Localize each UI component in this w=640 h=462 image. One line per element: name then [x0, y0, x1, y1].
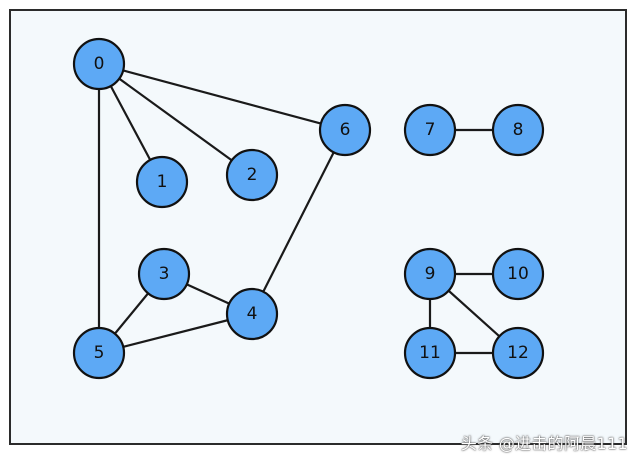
node-10: 10: [491, 247, 545, 301]
node-label-2: 2: [247, 165, 258, 185]
edge-6-4: [250, 128, 347, 316]
node-3: 3: [137, 247, 191, 301]
node-circle-7: [403, 103, 457, 157]
node-9: 9: [403, 247, 457, 301]
edge-0-6: [97, 62, 347, 132]
node-label-8: 8: [513, 120, 524, 140]
node-circle-2: [225, 148, 279, 202]
node-11: 11: [403, 326, 457, 380]
node-circle-5: [72, 326, 126, 380]
node-circle-9: [403, 247, 457, 301]
node-label-5: 5: [94, 343, 105, 363]
node-label-9: 9: [425, 264, 436, 284]
node-circle-8: [491, 103, 545, 157]
node-4: 4: [225, 287, 279, 341]
node-circle-10: [491, 247, 545, 301]
node-circle-1: [135, 155, 189, 209]
node-label-7: 7: [425, 120, 436, 140]
node-label-11: 11: [419, 343, 441, 363]
node-circle-3: [137, 247, 191, 301]
watermark-text: 头条 @进击的阿晨111: [460, 434, 628, 453]
node-circle-11: [403, 326, 457, 380]
edge-0-2: [97, 62, 254, 177]
node-label-10: 10: [507, 264, 529, 284]
node-0: 0: [72, 37, 126, 91]
node-7: 7: [403, 103, 457, 157]
node-1: 1: [135, 155, 189, 209]
node-circle-6: [318, 103, 372, 157]
node-label-12: 12: [507, 343, 529, 363]
node-circle-4: [225, 287, 279, 341]
node-2: 2: [225, 148, 279, 202]
node-label-6: 6: [340, 120, 351, 140]
edges-layer: [97, 62, 520, 355]
node-label-4: 4: [247, 304, 258, 324]
node-6: 6: [318, 103, 372, 157]
node-label-1: 1: [157, 172, 168, 192]
node-circle-12: [491, 326, 545, 380]
node-5: 5: [72, 326, 126, 380]
node-8: 8: [491, 103, 545, 157]
node-label-0: 0: [94, 54, 105, 74]
node-label-3: 3: [159, 264, 170, 284]
node-circle-0: [72, 37, 126, 91]
node-12: 12: [491, 326, 545, 380]
edge-4-5: [97, 312, 254, 355]
